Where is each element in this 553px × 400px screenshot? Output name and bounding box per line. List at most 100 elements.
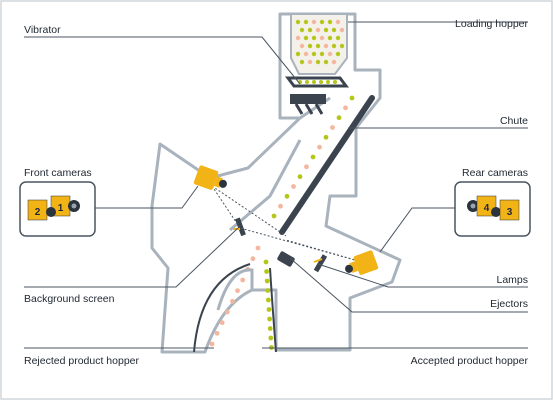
hopper-dot xyxy=(311,51,317,57)
splitter-wall xyxy=(216,268,254,311)
hopper-dot xyxy=(335,35,341,41)
hopper-dot xyxy=(311,19,317,25)
hopper-dot xyxy=(319,19,325,25)
inner-partition xyxy=(229,139,302,232)
label-ejectors: Ejectors xyxy=(490,298,528,310)
chute-dot xyxy=(343,105,348,111)
accepted-stream-dot xyxy=(264,278,270,284)
hopper-dot xyxy=(339,43,345,49)
hopper-dot xyxy=(331,59,337,65)
chute-dot xyxy=(284,193,290,199)
rear-camera-3-lens xyxy=(491,207,501,217)
tray-dot xyxy=(305,80,309,84)
hopper-dot xyxy=(299,43,305,49)
hopper-dot xyxy=(307,59,313,65)
hopper-dot xyxy=(315,43,321,49)
chute-plate xyxy=(279,95,375,235)
hopper-dot xyxy=(331,43,337,49)
chute-dot xyxy=(330,125,335,130)
accepted-stream-dot xyxy=(267,326,273,331)
chute-dot xyxy=(271,213,277,219)
hopper-dot xyxy=(339,27,345,33)
hopper-dot xyxy=(315,59,321,65)
chute-dot xyxy=(336,115,342,121)
hopper-dot xyxy=(323,27,329,33)
ejector-block xyxy=(277,251,295,267)
chute-dot xyxy=(278,203,283,209)
background-screen-rear xyxy=(313,254,328,273)
rejected-stream-dot xyxy=(209,341,215,347)
hopper-dot xyxy=(331,27,337,33)
accepted-guide-curve xyxy=(269,267,277,353)
rejected-stream-dot xyxy=(250,256,256,262)
label-chute: Chute xyxy=(500,115,528,127)
hopper-dot xyxy=(327,51,333,57)
front-camera-icon xyxy=(193,165,227,190)
hopper-dot xyxy=(295,51,301,57)
hopper-dot xyxy=(299,27,305,33)
chute-dot xyxy=(310,154,316,160)
accepted-stream-dot xyxy=(263,259,269,265)
accepted-stream-dot xyxy=(266,307,272,312)
chute-product-dots xyxy=(271,95,355,219)
rejected-stream-dot xyxy=(240,277,246,283)
hopper-dot xyxy=(307,43,313,49)
hopper-dot xyxy=(327,19,333,25)
rejected-stream-dot xyxy=(255,245,261,251)
accepted-stream-dot xyxy=(266,297,271,303)
rejected-stream-dot xyxy=(235,288,240,294)
hopper-dot xyxy=(307,27,313,33)
accepted-stream-dot xyxy=(268,335,274,341)
leader-lines xyxy=(24,21,528,349)
hopper-dot xyxy=(315,27,321,33)
rear-camera-icon xyxy=(345,250,379,275)
label-vibrator: Vibrator xyxy=(24,24,61,36)
hopper-dot xyxy=(323,59,329,65)
svg-text:4: 4 xyxy=(484,203,490,214)
chute-dot xyxy=(291,184,296,189)
hopper-dot xyxy=(295,19,301,25)
chute-dot xyxy=(304,164,309,170)
svg-text:3: 3 xyxy=(507,207,513,218)
lamp-rear xyxy=(313,258,323,263)
tray-dot xyxy=(319,80,323,84)
label-accepted-product-hopper: Accepted product hopper xyxy=(411,355,529,367)
svg-text:1: 1 xyxy=(58,203,64,214)
label-front-cameras: Front cameras xyxy=(24,167,92,179)
vibrator-springs xyxy=(294,103,324,115)
hopper-dot xyxy=(295,35,301,41)
tray-dot xyxy=(312,80,316,84)
chute-dot xyxy=(317,144,322,150)
chute-dot xyxy=(323,134,329,140)
vibrator-motor xyxy=(290,94,326,104)
chute-dot xyxy=(349,95,355,101)
hopper-product-dots xyxy=(295,19,345,84)
vibrator-tray xyxy=(285,76,349,88)
rear-camera-3: 3 xyxy=(499,199,520,221)
rejected-stream-dot xyxy=(219,320,225,326)
hopper-dot xyxy=(335,51,341,57)
label-loading-hopper: Loading hopper xyxy=(455,18,528,30)
hopper-dot xyxy=(335,19,341,25)
rejected-stream-dot xyxy=(224,309,230,315)
hopper-dot xyxy=(303,35,309,41)
tray-dot xyxy=(326,80,330,84)
hopper-dot xyxy=(319,51,325,57)
rejected-guide-curve xyxy=(193,263,251,353)
camera-view-lines xyxy=(211,185,363,263)
hopper-dot xyxy=(327,35,333,41)
accepted-stream-dot xyxy=(265,288,271,293)
rejected-stream-dot xyxy=(230,298,235,304)
front-camera-2-lens xyxy=(46,207,56,217)
hopper-dot xyxy=(323,43,329,49)
svg-text:2: 2 xyxy=(35,207,41,218)
accepted-stream-dot xyxy=(264,269,269,274)
chute-dot xyxy=(297,174,303,180)
hopper-dot xyxy=(319,35,325,41)
hopper-dot xyxy=(303,19,309,25)
hopper-dot xyxy=(303,51,309,57)
hopper-dot xyxy=(311,35,317,41)
accepted-stream-dot xyxy=(267,316,272,322)
